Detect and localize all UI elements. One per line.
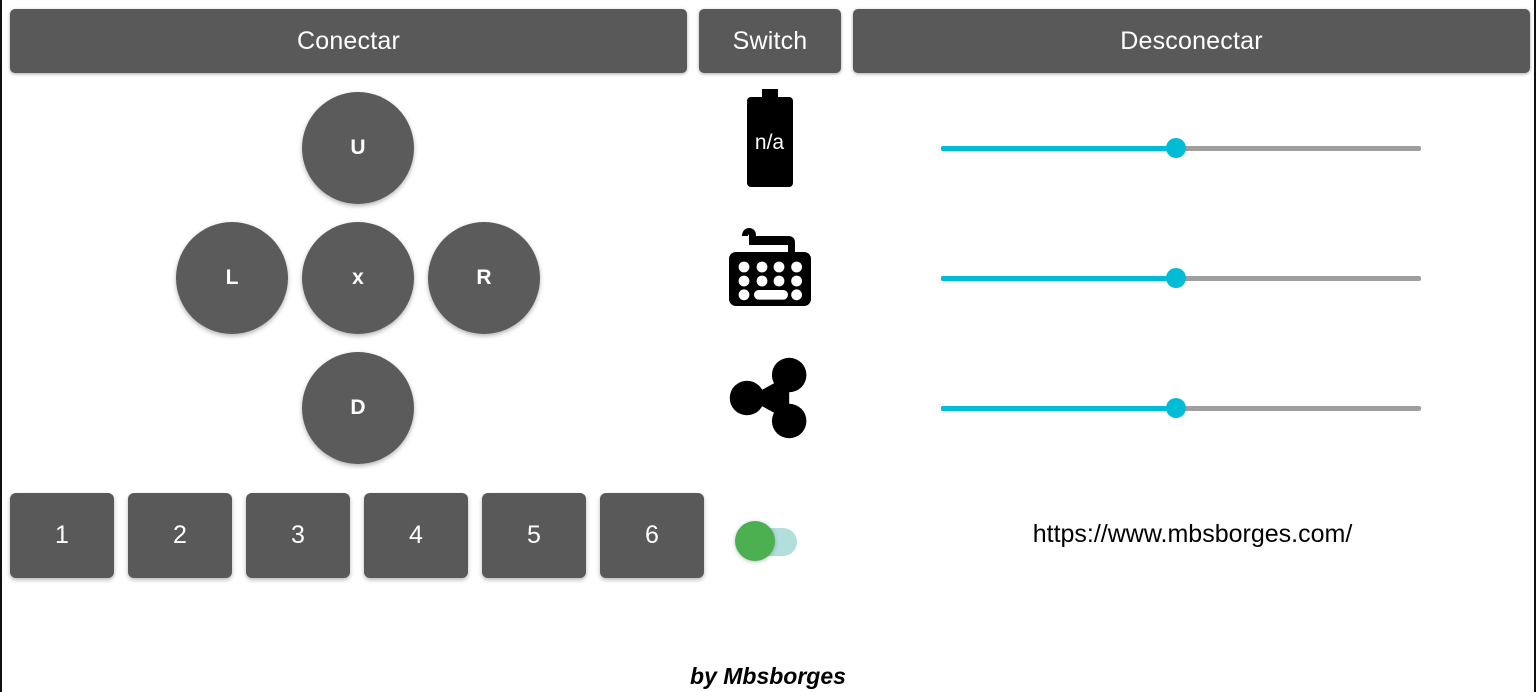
- author-credit: by Mbsborges: [690, 663, 846, 689]
- battery-status[interactable]: n/a: [692, 88, 847, 188]
- website-url-link[interactable]: https://www.mbsborges.com/: [1032, 520, 1353, 548]
- slider-3-thumb[interactable]: [1166, 398, 1187, 418]
- slider-2[interactable]: [847, 258, 1467, 298]
- slider-1[interactable]: [847, 128, 1467, 168]
- number-button-3[interactable]: 3: [246, 493, 350, 578]
- number-button-6[interactable]: 6: [600, 493, 704, 578]
- switch-button[interactable]: Switch: [699, 9, 841, 73]
- slider-3-fill: [941, 405, 1177, 411]
- connect-button[interactable]: Conectar: [10, 9, 687, 73]
- battery-level-label: n/a: [754, 130, 785, 154]
- battery-cap: [761, 89, 778, 98]
- share-icon: [729, 357, 806, 439]
- icon-column: n/a: [692, 78, 847, 478]
- top-button-bar: Conectar Switch Desconectar: [2, 0, 1534, 78]
- number-button-2[interactable]: 2: [128, 493, 232, 578]
- slider-1-fill: [941, 145, 1177, 151]
- disconnect-button[interactable]: Desconectar: [853, 9, 1530, 73]
- number-button-4[interactable]: 4: [364, 493, 468, 578]
- power-toggle[interactable]: [735, 520, 797, 561]
- dpad-down-button[interactable]: D: [302, 352, 414, 464]
- slider-1-track[interactable]: [941, 138, 1421, 158]
- slider-column: [847, 78, 1536, 478]
- dpad-left-button[interactable]: L: [176, 222, 288, 334]
- battery-icon: n/a: [746, 89, 793, 187]
- dpad-control: U L x R D: [2, 78, 692, 478]
- battery-body: [746, 97, 793, 187]
- power-toggle-thumb[interactable]: [735, 521, 775, 561]
- slider-2-thumb[interactable]: [1166, 268, 1187, 288]
- keyboard-toggle-button[interactable]: [692, 218, 847, 318]
- share-button[interactable]: [692, 348, 847, 448]
- slider-2-fill: [941, 275, 1177, 281]
- slider-1-thumb[interactable]: [1166, 138, 1187, 158]
- slider-2-track[interactable]: [941, 268, 1421, 288]
- slider-3-track[interactable]: [941, 398, 1421, 418]
- number-button-1[interactable]: 1: [10, 493, 114, 578]
- dpad-center-button[interactable]: x: [302, 222, 414, 334]
- number-button-5[interactable]: 5: [482, 493, 586, 578]
- keyboard-icon: [728, 228, 811, 306]
- dpad-right-button[interactable]: R: [428, 222, 540, 334]
- slider-3[interactable]: [847, 388, 1467, 428]
- dpad-up-button[interactable]: U: [302, 92, 414, 204]
